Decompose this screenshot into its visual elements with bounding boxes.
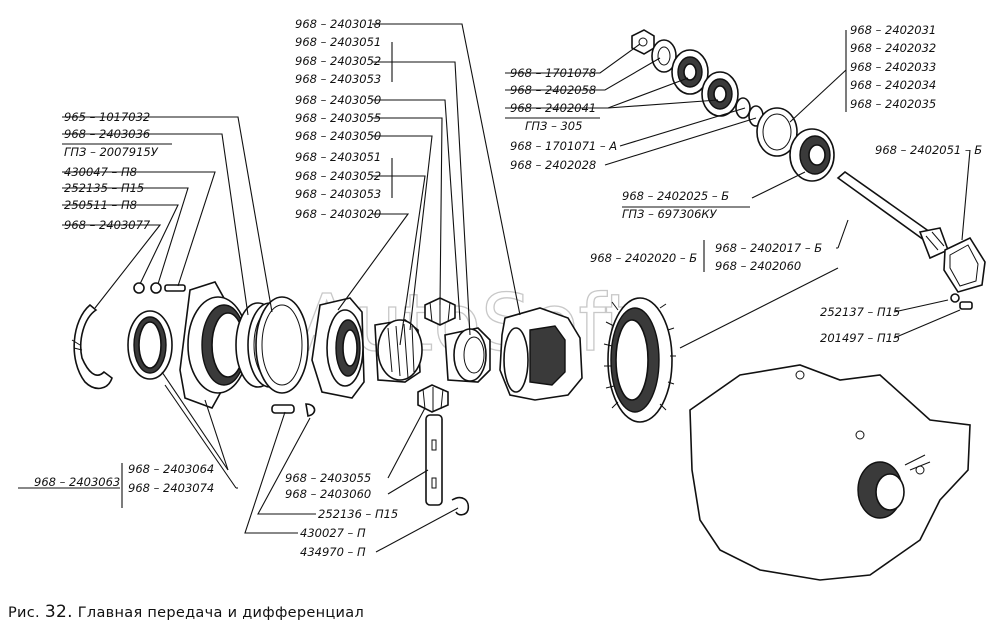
label-252136: 252136 – П15 (318, 507, 398, 521)
label-2403055a: 968 – 2403055 (295, 111, 381, 125)
shim-ring-part (756, 107, 798, 157)
label-2403077: 968 – 2403077 (64, 218, 151, 232)
differential-bearing-part (235, 296, 309, 394)
label-201497: 201497 – П15 (820, 331, 900, 345)
label-2403053b: 968 – 2403053 (295, 187, 381, 201)
pinion-cover-gasket-part (943, 236, 986, 293)
part-labels: 968 – 2403018 968 – 2403051 968 – 240305… (34, 17, 982, 559)
label-2402028: 968 – 2402028 (510, 158, 596, 172)
label-2402060: 968 – 2402060 (715, 259, 801, 273)
label-2402034: 968 – 2402034 (850, 78, 936, 92)
label-2403053a: 968 – 2403053 (295, 72, 381, 86)
label-2403052a: 968 – 2403052 (295, 54, 381, 68)
retaining-clip-part (451, 496, 470, 516)
label-2402031: 968 – 2402031 (850, 23, 936, 37)
label-2403060: 968 – 2403060 (285, 487, 371, 501)
pinion-nut-part (631, 29, 655, 55)
pinion-washer-part (651, 39, 677, 73)
figure-caption: Рис. 32. Главная передача и дифференциал (8, 602, 364, 622)
label-2403064: 968 – 2403064 (128, 462, 214, 476)
caption-number: 32. (44, 602, 73, 622)
adjuster-ring-part (127, 310, 173, 380)
leader-lines (18, 23, 971, 553)
label-2402017b: 968 – 2402017 – Б (715, 241, 822, 255)
differential-case-part (499, 307, 583, 401)
label-2402051b: 968 – 2402051 – Б (875, 143, 982, 157)
label-gpz-305: ГПЗ – 305 (525, 119, 582, 133)
pinion-gear-top-part (424, 297, 456, 326)
ring-gear-part (603, 297, 676, 423)
label-2403051b: 968 – 2403051 (295, 150, 381, 164)
label-2402041: 968 – 2402041 (510, 101, 596, 115)
label-2403020: 968 – 2403020 (295, 207, 381, 221)
label-1017032: 965 – 1017032 (64, 110, 150, 124)
spacer-rings-part (735, 97, 764, 127)
label-2402058: 968 – 2402058 (510, 83, 596, 97)
pinion-gear-bottom-part (417, 384, 449, 413)
label-2403050a: 968 – 2403050 (295, 93, 381, 107)
pins-small (271, 403, 316, 417)
gearbox-housing-outline (689, 364, 971, 581)
small-fasteners (133, 282, 186, 294)
label-2402035: 968 – 2402035 (850, 97, 936, 111)
case-half-left-part (311, 297, 365, 399)
label-2403052b: 968 – 2403052 (295, 169, 381, 183)
label-2402025b: 968 – 2402025 – Б (622, 189, 729, 203)
bearing-cover-part (179, 281, 249, 409)
caption-prefix: Рис. (8, 605, 40, 621)
side-gear-right-part (444, 327, 491, 383)
label-2403074: 968 – 2403074 (128, 481, 214, 495)
label-430047: 430047 – П8 (64, 165, 137, 179)
roller-bearing-part (789, 128, 835, 182)
parts-drawing (71, 29, 986, 581)
pinion-bearing-rear-part (701, 71, 739, 117)
pinion-shaft-part (425, 414, 443, 506)
label-1701071a: 968 – 1701071 – А (510, 139, 617, 153)
label-2403055b: 968 – 2403055 (285, 471, 371, 485)
label-1701078: 968 – 1701078 (510, 66, 596, 80)
label-2403050b: 968 – 2403050 (295, 129, 381, 143)
label-gpz-2007915: ГПЗ – 2007915У (64, 145, 159, 159)
side-gear-left-part (374, 319, 423, 383)
caption-title: Главная передача и дифференциал (77, 605, 365, 621)
label-250511: 250511 – П8 (64, 198, 137, 212)
label-gpz-697306: ГПЗ – 697306КУ (622, 207, 718, 221)
label-252137: 252137 – П15 (820, 305, 900, 319)
label-252135: 252135 – П15 (64, 181, 144, 195)
label-2402020b: 968 – 2402020 – Б (590, 251, 697, 265)
label-2402033: 968 – 2402033 (850, 60, 936, 74)
lock-ring-part (71, 303, 113, 390)
label-430027: 430027 – П (300, 526, 366, 540)
label-2403018: 968 – 2403018 (295, 17, 381, 31)
label-2403036: 968 – 2403036 (64, 127, 150, 141)
label-2403063: 968 – 2403063 (34, 475, 120, 489)
label-434970: 434970 – П (300, 545, 366, 559)
label-2402032: 968 – 2402032 (850, 41, 936, 55)
drive-pinion-part (836, 170, 950, 260)
label-2403051a: 968 – 2403051 (295, 35, 381, 49)
cover-bolts-part (950, 293, 973, 310)
